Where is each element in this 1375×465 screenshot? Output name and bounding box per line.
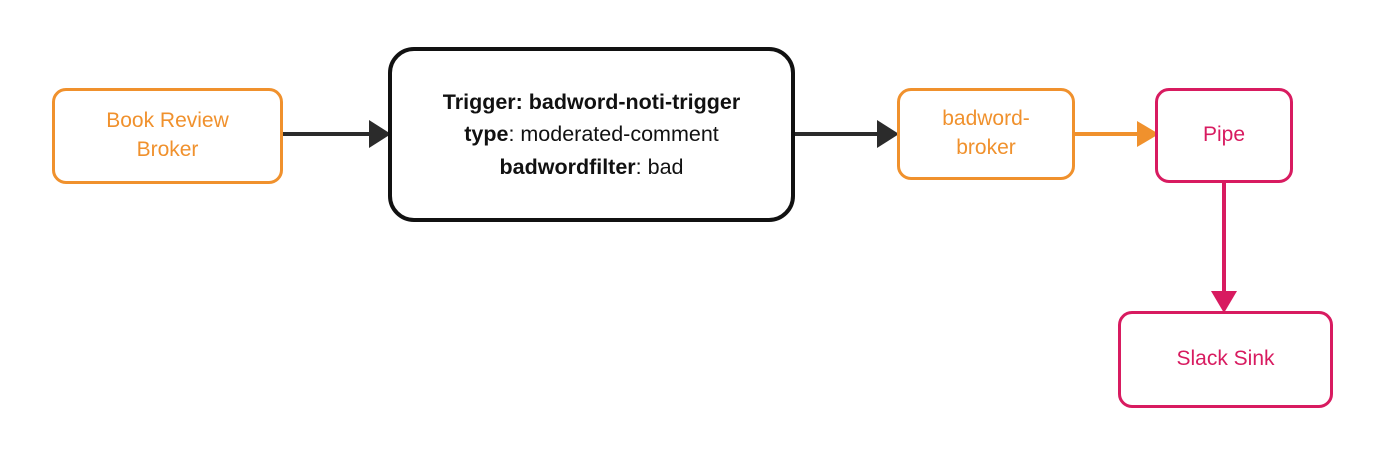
trigger-line-2: type: moderated-comment xyxy=(464,118,719,150)
trigger-line-1-key: Trigger: xyxy=(442,90,523,115)
edge-badword-broker-to-pipe xyxy=(1075,112,1161,156)
trigger-line-3-key: badwordfilter xyxy=(499,154,636,179)
trigger-line-2-key: type xyxy=(464,122,509,147)
node-badword-broker[interactable]: badword- broker xyxy=(897,88,1075,180)
node-slack-sink[interactable]: Slack Sink xyxy=(1118,311,1333,408)
node-pipe-label: Pipe xyxy=(1202,123,1246,147)
node-badword-broker-label: badword- broker xyxy=(942,107,1030,159)
edge-trigger-to-badword-broker xyxy=(795,112,903,156)
trigger-line-3: badwordfilter: bad xyxy=(500,151,684,183)
trigger-line-3-value: : bad xyxy=(635,154,684,179)
edge-book-review-broker-to-trigger xyxy=(283,112,393,156)
trigger-line-1: Trigger: badword-noti-trigger xyxy=(443,86,740,118)
node-slack-sink-label: Slack Sink xyxy=(1176,347,1275,371)
node-book-review-broker-label: Book Review Broker xyxy=(106,109,229,161)
edge-pipe-to-slack-sink xyxy=(1202,183,1246,315)
node-pipe[interactable]: Pipe xyxy=(1155,88,1293,183)
arrowhead-icon xyxy=(369,120,391,148)
node-badword-noti-trigger[interactable]: Trigger: badword-noti-trigger type: mode… xyxy=(388,47,795,222)
arrowhead-icon xyxy=(877,120,899,148)
arrowhead-icon xyxy=(1211,291,1237,313)
arrowhead-icon xyxy=(1137,121,1159,147)
trigger-line-2-value: : moderated-comment xyxy=(508,122,719,147)
node-book-review-broker[interactable]: Book Review Broker xyxy=(52,88,283,184)
trigger-line-1-value: badword-noti-trigger xyxy=(522,90,741,115)
